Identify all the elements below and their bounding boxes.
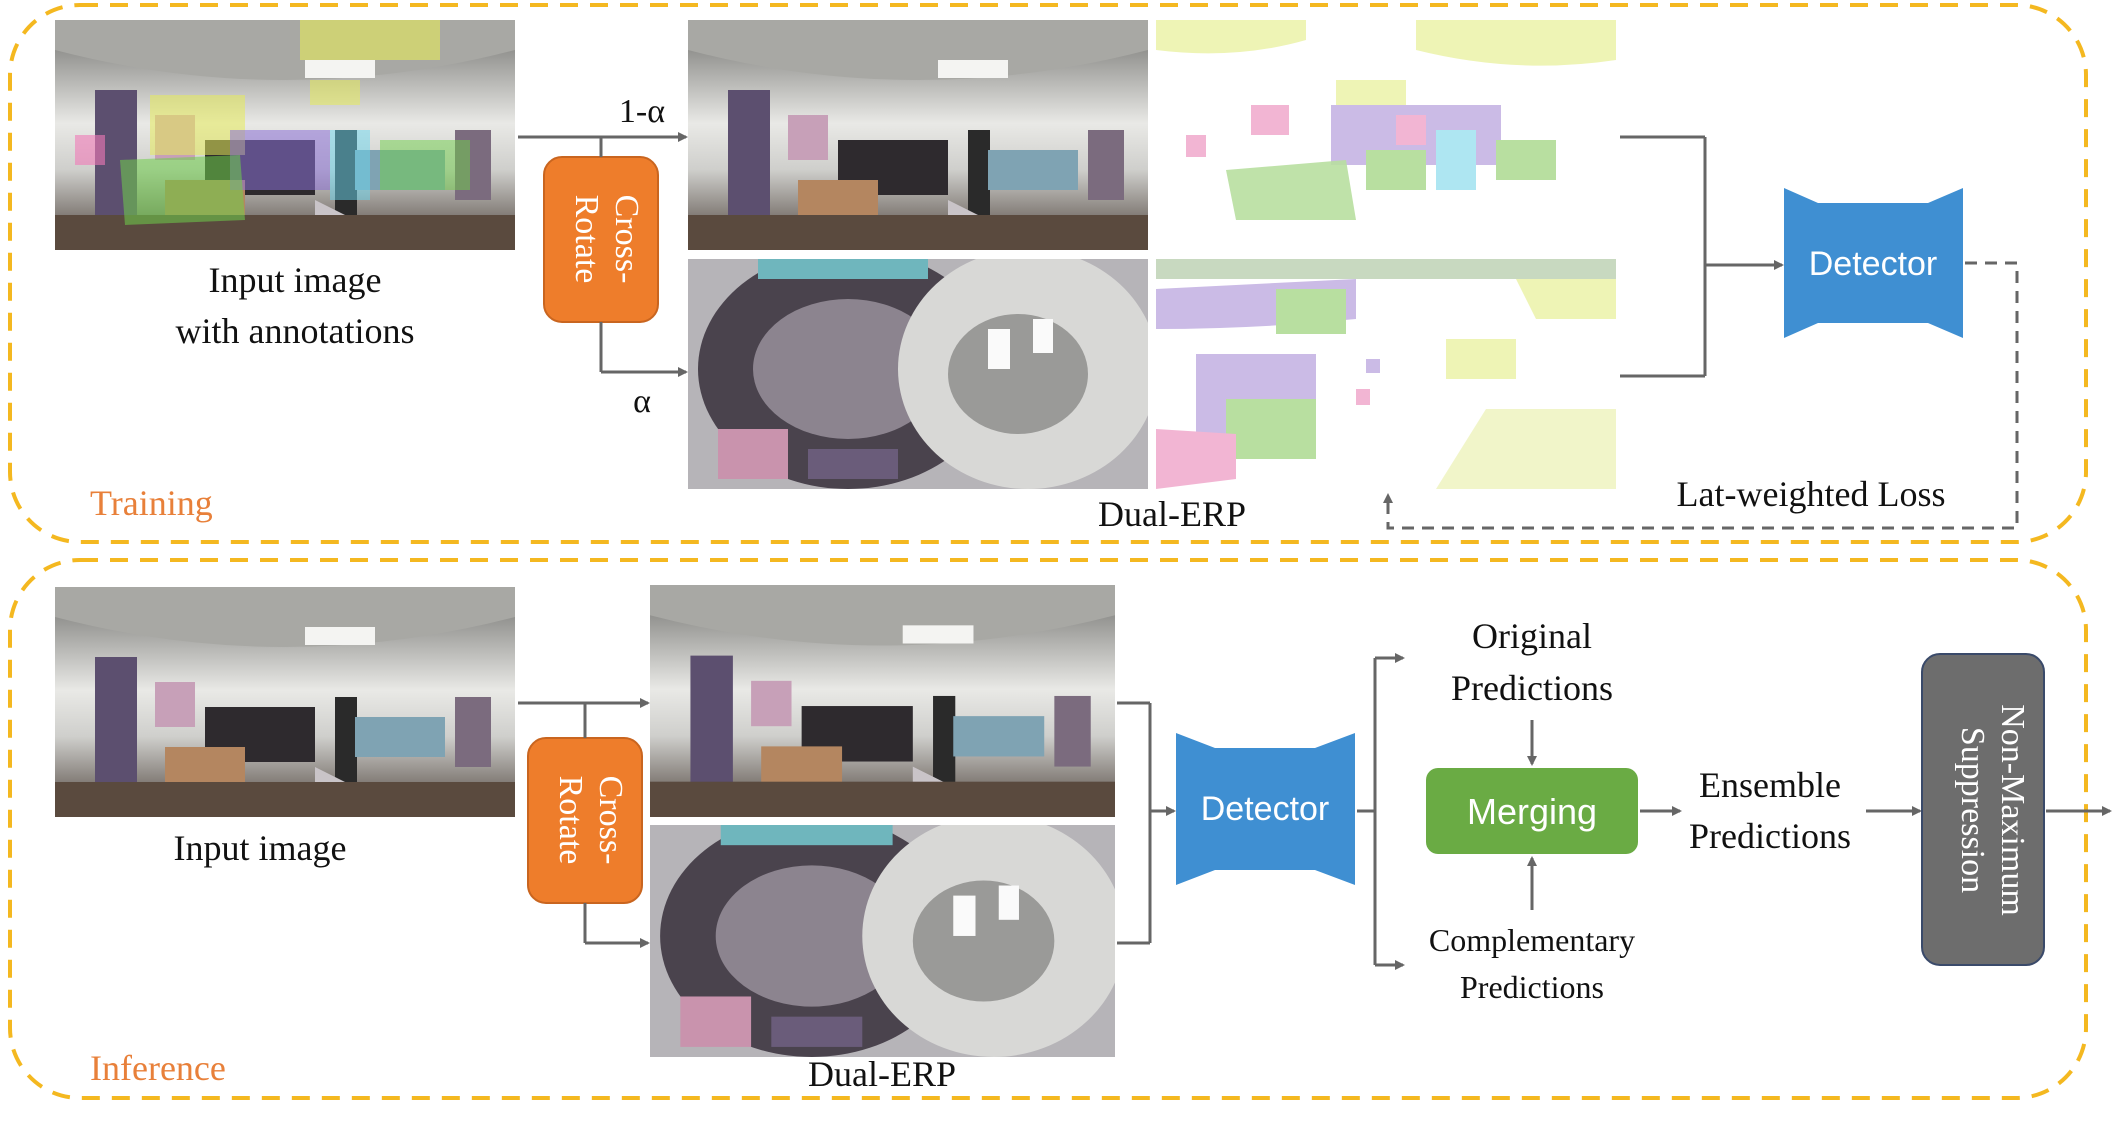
inference-frame	[8, 558, 2088, 1100]
inference-nms-line2: Suppression	[1954, 727, 1991, 893]
inference-complementary-predictions-line1: Complementary	[1429, 922, 1635, 958]
inference-merging-box: Merging	[1426, 768, 1638, 854]
training-input-caption-line1: Input image	[209, 260, 382, 300]
training-cross-rotate-line1: Cross-	[608, 195, 645, 284]
training-input-image	[55, 20, 515, 250]
inference-detector-label: Detector	[1201, 790, 1330, 828]
training-dual-erp-label: Dual-ERP	[1098, 494, 1246, 534]
inference-ensemble-predictions-line1: Ensemble	[1699, 765, 1841, 805]
inference-original-predictions-line1: Original	[1472, 616, 1592, 656]
training-erp-original-image	[688, 20, 1148, 250]
training-erp-rotated-image	[688, 259, 1148, 489]
inference-erp-rotated-image	[650, 825, 1115, 1057]
inference-cross-rotate-line1: Cross-	[592, 776, 629, 865]
inference-detector-box: Detector	[1176, 733, 1355, 885]
training-frame	[8, 3, 2088, 544]
inference-input-image	[55, 587, 515, 817]
training-loss-label: Lat-weighted Loss	[1677, 474, 1946, 514]
training-annotation-map-original	[1156, 20, 1616, 240]
training-merge-connectors	[1620, 135, 1707, 378]
training-branch-bottom-label: α	[633, 383, 651, 420]
training-detector-label: Detector	[1809, 245, 1938, 283]
training-branch-top-label: 1-α	[619, 93, 665, 130]
inference-merge-connectors	[1117, 701, 1152, 945]
inference-nms-line1: Non-Maximum	[1994, 704, 2031, 916]
inference-merging-label: Merging	[1467, 791, 1597, 832]
inference-nms-box: Non-Maximum Suppression	[1921, 653, 2045, 966]
training-detector-box: Detector	[1784, 188, 1963, 338]
inference-input-connectors	[518, 701, 587, 943]
inference-detector-out-connectors	[1357, 658, 1377, 965]
inference-erp-original-image	[650, 585, 1115, 817]
inference-section-label: Inference	[90, 1048, 226, 1088]
inference-original-predictions-line2: Predictions	[1451, 668, 1613, 708]
inference-cross-rotate-box: Cross- Rotate	[527, 737, 643, 904]
inference-cross-rotate-line2: Rotate	[552, 776, 589, 865]
training-input-connectors	[518, 135, 603, 372]
training-input-caption-line2: with annotations	[176, 311, 415, 351]
training-annotation-map-rotated	[1156, 259, 1616, 489]
training-section-label: Training	[90, 483, 213, 523]
inference-ensemble-predictions-line2: Predictions	[1689, 816, 1851, 856]
training-cross-rotate-box: Cross- Rotate	[543, 156, 659, 323]
inference-dual-erp-label: Dual-ERP	[808, 1054, 956, 1094]
inference-complementary-predictions-line2: Predictions	[1460, 969, 1604, 1005]
inference-input-caption: Input image	[174, 828, 347, 868]
training-cross-rotate-line2: Rotate	[568, 195, 605, 284]
